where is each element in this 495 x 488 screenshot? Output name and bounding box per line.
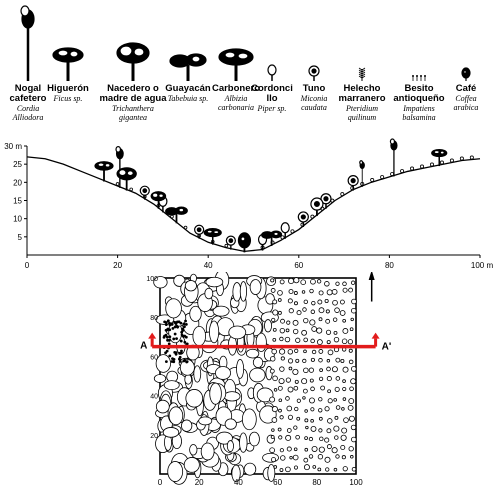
wide-tree-icon (169, 53, 207, 81)
species-scientific-name: Ficus sp. (53, 94, 83, 103)
species-common-name: Tuno (302, 83, 326, 94)
bushy-tree-icon (116, 42, 150, 81)
profile-y-tick: 20 (13, 178, 22, 187)
plot-x-tick: 100 (349, 478, 363, 487)
section-arrow-icon (148, 332, 157, 339)
species-common-name: Café (455, 83, 477, 94)
profile-y-tick: 10 (13, 215, 22, 224)
species-common-name: Guayacán (165, 83, 211, 94)
profile-x-tick: 60 (294, 261, 303, 270)
species-scientific-name: Tabebuia sp. (167, 94, 209, 103)
coffee-shrub-icon (461, 67, 471, 81)
plot-y-tick: 40 (150, 394, 158, 401)
plot-x-tick: 80 (312, 478, 321, 487)
plot-y-tick: 100 (146, 276, 158, 283)
species-common-name: Carbonero (211, 83, 261, 94)
terrain-profile: 30 m 25 20 15 10 5 0 20 40 60 80 100 m (4, 138, 494, 270)
profile-x-tick: 0 (25, 261, 30, 270)
small-shrub-icon (267, 64, 277, 81)
umbrella-tree-icon (52, 47, 84, 81)
profile-y-tick: 15 (13, 197, 22, 206)
profile-y-tick: 25 (13, 160, 22, 169)
plot-y-tick: 80 (150, 315, 158, 322)
profile-y-tick: 30 m (4, 142, 22, 151)
profile-x-tick: 80 (385, 261, 394, 270)
plot-x-tick: 60 (273, 478, 282, 487)
section-start-label: A (140, 341, 147, 352)
spreading-tree-icon (218, 48, 254, 81)
section-end-label: A' (382, 342, 392, 353)
tall-tree-icon (20, 5, 35, 81)
herb-icon (412, 75, 426, 81)
section-arrow-icon (371, 332, 380, 339)
plot-y-tick: 60 (150, 354, 158, 361)
plot-x-tick: 0 (158, 478, 163, 487)
species-common-name: Higuerón (47, 83, 89, 94)
profile-x-tick: 20 (113, 261, 122, 270)
fern-icon (358, 67, 366, 81)
plot-x-tick: 20 (195, 478, 204, 487)
plot-x-tick: 40 (234, 478, 243, 487)
profile-x-tick: 40 (204, 261, 213, 270)
profile-x-tick: 100 m (471, 261, 494, 270)
profile-y-tick: 5 (18, 233, 23, 242)
plot-y-tick: 20 (150, 433, 158, 440)
plot-map: 0 20 40 60 80 100 100 80 60 40 20 A A' (140, 272, 392, 487)
round-shrub-icon (308, 65, 320, 81)
north-arrow-icon (368, 272, 375, 302)
species-scientific-name: Piper sp. (257, 104, 287, 113)
